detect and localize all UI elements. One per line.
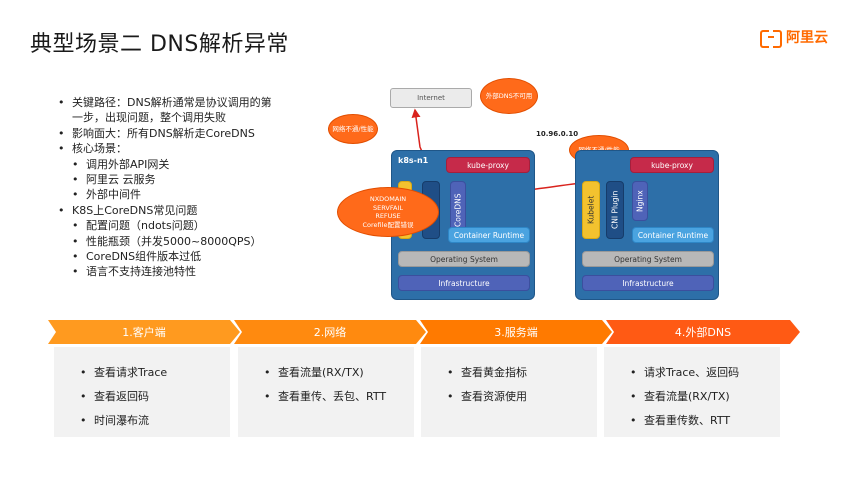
aliyun-logo-icon — [760, 30, 782, 48]
cloud-external-dns-unavailable: 外部DNS不可用 — [480, 78, 538, 114]
host-right: kube-proxy Kubelet CNI Plugin Nginx Cont… — [575, 150, 719, 300]
bullet-subitem: 性能瓶颈（并发5000~8000QPS） — [58, 234, 308, 250]
cni-plugin-box: CNI Plugin — [606, 181, 624, 239]
troubleshooting-stage-arrows: 1.客户端 2.网络 3.服务端 4.外部DNS — [48, 320, 800, 344]
host-label: k8s-n1 — [398, 156, 429, 165]
container-runtime-box: Container Runtime — [632, 227, 714, 243]
panel-item: 查看黄金指标 — [447, 361, 597, 385]
panel-item: 请求Trace、返回码 — [630, 361, 780, 385]
kube-proxy-box: kube-proxy — [446, 157, 530, 173]
cloud-network-left: 网络不通/性能 — [328, 114, 378, 144]
stage-arrow-external-dns: 4.外部DNS — [606, 320, 800, 344]
aliyun-logo: 阿里云 — [760, 27, 828, 48]
bullet-item: 核心场景： — [58, 141, 308, 157]
stage-panel-network: 查看流量(RX/TX) 查看重传、丢包、RTT — [238, 347, 414, 437]
infrastructure-box: Infrastructure — [582, 275, 714, 291]
panel-item: 查看重传、丢包、RTT — [264, 385, 414, 409]
stage-arrow-network: 2.网络 — [234, 320, 426, 344]
operating-system-box: Operating System — [582, 251, 714, 267]
kubelet-box: Kubelet — [582, 181, 600, 239]
kube-proxy-box: kube-proxy — [630, 157, 714, 173]
panel-item: 查看资源使用 — [447, 385, 597, 409]
key-points-list: 关键路径：DNS解析通常是协议调用的第 一步，出现问题，整个调用失败 影响面大：… — [58, 95, 308, 280]
bullet-subitem: 阿里云 云服务 — [58, 172, 308, 188]
page-title: 典型场景二 DNS解析异常 — [30, 32, 289, 57]
bullet-item: K8S上CoreDNS常见问题 — [58, 203, 308, 219]
stage-panel-server: 查看黄金指标 查看资源使用 — [421, 347, 597, 437]
bullet-subitem: 配置问题（ndots问题） — [58, 218, 308, 234]
panel-item: 查看返回码 — [80, 385, 230, 409]
panel-item: 时间瀑布流 — [80, 409, 230, 433]
bullet-subitem: 语言不支持连接池特性 — [58, 264, 308, 280]
panel-item: 查看流量(RX/TX) — [264, 361, 414, 385]
dns-architecture-diagram: Internet 外部DNS不可用 网络不通/性能 10.96.0.10 网络不… — [320, 75, 730, 315]
bullet-item-continuation: 一步，出现问题，整个调用失败 — [72, 111, 226, 125]
stage-panel-external-dns: 请求Trace、返回码 查看流量(RX/TX) 查看重传数、RTT — [604, 347, 780, 437]
logo-text: 阿里云 — [786, 30, 828, 46]
cloud-dns-errors: NXDOMAIN SERVFAIL REFUSE Corefile配置错误 — [337, 187, 439, 237]
bullet-item: 关键路径：DNS解析通常是协议调用的第 — [58, 95, 308, 111]
internet-box: Internet — [390, 88, 472, 108]
container-runtime-box: Container Runtime — [448, 227, 530, 243]
nginx-box: Nginx — [632, 181, 648, 221]
operating-system-box: Operating System — [398, 251, 530, 267]
panel-item: 查看请求Trace — [80, 361, 230, 385]
panel-item: 查看流量(RX/TX) — [630, 385, 780, 409]
stage-arrow-server: 3.服务端 — [420, 320, 612, 344]
stage-arrow-client: 1.客户端 — [48, 320, 240, 344]
cluster-ip-label: 10.96.0.10 — [536, 130, 579, 138]
infrastructure-box: Infrastructure — [398, 275, 530, 291]
bullet-item: 影响面大：所有DNS解析走CoreDNS — [58, 126, 308, 142]
panel-item: 查看重传数、RTT — [630, 409, 780, 433]
stage-panel-client: 查看请求Trace 查看返回码 时间瀑布流 — [54, 347, 230, 437]
bullet-subitem: CoreDNS组件版本过低 — [58, 249, 308, 265]
bullet-subitem: 调用外部API网关 — [58, 157, 308, 173]
host-k8s-n1: k8s-n1 kube-proxy CoreDNS Container Runt… — [391, 150, 535, 300]
bullet-subitem: 外部中间件 — [58, 187, 308, 203]
